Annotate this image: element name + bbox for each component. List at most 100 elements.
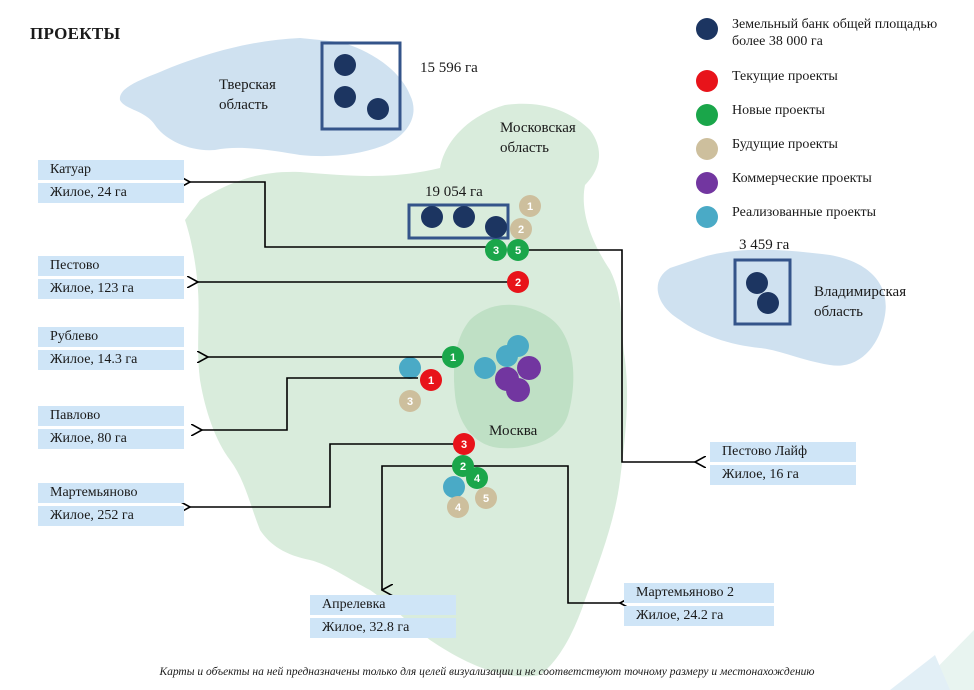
project-name: Катуар [38,160,184,180]
vladimir-region-label: Владимирская область [814,284,907,320]
connector-martemyanovo [190,443,455,507]
marker-dot [447,496,469,518]
legend-label: Текущие проекты [732,69,838,84]
marker-number: 1 [428,375,434,387]
tver-region-label: Тверская область [219,77,276,113]
project-name: Мартемьяново 2 [624,583,774,603]
new-project-marker: 5 [507,239,529,261]
project-card-pavlovo: Павлово Жилое, 80 га [38,406,184,449]
legend-item-new: Новые проекты [694,100,969,134]
marker-dot [399,390,421,412]
marker-dot [507,239,529,261]
legend-label: Коммерческие проекты [732,171,872,186]
new-project-marker: 1 [442,346,464,368]
tver-land-area: 15 596 га [420,60,478,76]
commercial-project-dot-icon [696,172,718,194]
project-card-pestovo: Пестово Жилое, 123 га [38,256,184,299]
marker-dot [442,346,464,368]
realized-project-dot-icon [696,206,718,228]
realized-project-marker [443,476,465,498]
marker-dot [466,467,488,489]
land-bank-marker [453,206,475,228]
tver-land-bank-frame [320,41,402,131]
moscow-region-land-area: 19 054 га [425,184,483,200]
current-project-dot-icon [696,70,718,92]
land-bank-marker [421,206,443,228]
legend-item-land-bank: Земельный банк общей площадью более 38 0… [694,14,969,66]
page-title: ПРОЕКТЫ [30,24,121,43]
marker-dot [420,369,442,391]
land-bank-marker [334,54,356,76]
project-name: Павлово [38,406,184,426]
marker-number: 2 [460,461,466,473]
connector-aprelevka [382,465,454,590]
future-project-dot-icon [696,138,718,160]
marker-number: 1 [527,201,533,213]
legend-item-commercial: Коммерческие проекты [694,168,969,202]
project-detail: Жилое, 252 га [38,506,184,526]
disclaimer-footnote: Карты и объекты на ней предназначены тол… [159,666,815,678]
moscow-city-label: Москва [489,423,538,439]
marker-number: 3 [461,439,467,451]
marker-number: 2 [515,277,521,289]
marker-dot [485,239,507,261]
future-project-marker: 5 [475,487,497,509]
legend-label: Реализованные проекты [732,205,877,220]
legend-item-realized: Реализованные проекты [694,202,969,236]
legend-label: Земельный банк общей площадью более 38 0… [732,17,938,49]
future-project-marker: 1 [519,195,541,217]
legend-label: Новые проекты [732,103,825,118]
land-bank-dot-icon [696,18,718,40]
project-card-martemyanovo: Мартемьяново Жилое, 252 га [38,483,184,526]
project-detail: Жилое, 32.8 га [310,618,456,638]
project-name: Апрелевка [310,595,456,615]
land-bank-marker [746,272,768,294]
project-detail: Жилое, 24 га [38,183,184,203]
marker-number: 2 [518,224,524,236]
legend-item-future: Будущие проекты [694,134,969,168]
marker-number: 4 [474,473,481,485]
marker-dot [475,487,497,509]
moscow-land-bank-frame [407,203,510,240]
marker-number: 3 [493,245,499,257]
project-name: Пестово Лайф [710,442,856,462]
project-card-aprelevka: Апрелевка Жилое, 32.8 га [310,595,456,638]
legend: Земельный банк общей площадью более 38 0… [694,14,969,236]
new-project-dot-icon [696,104,718,126]
new-project-marker: 3 [485,239,507,261]
connector-pavlovo [202,377,418,430]
current-project-marker: 1 [420,369,442,391]
marker-dot [507,271,529,293]
land-bank-marker [485,216,507,238]
project-detail: Жилое, 16 га [710,465,856,485]
connector-pestovo-life [528,249,695,462]
connector-katuar [190,182,494,248]
project-detail: Жилое, 24.2 га [624,606,774,626]
project-detail: Жилое, 80 га [38,429,184,449]
land-bank-marker [367,98,389,120]
marker-number: 4 [455,502,462,514]
realized-project-marker [399,357,421,379]
project-detail: Жилое, 14.3 га [38,350,184,370]
vladimir-land-bank-frame [733,258,792,326]
marker-number: 5 [515,245,521,257]
project-name: Мартемьяново [38,483,184,503]
marker-number: 5 [483,493,489,505]
land-bank-marker [334,86,356,108]
corner-decoration [890,655,950,690]
marker-dot [519,195,541,217]
new-project-marker: 4 [466,467,488,489]
project-card-rublevo: Рублево Жилое, 14.3 га [38,327,184,370]
connector-martemyanovo-2 [470,465,620,603]
project-detail: Жилое, 123 га [38,279,184,299]
moscow-region-label: Московская область [500,120,576,156]
land-bank-marker [757,292,779,314]
future-project-marker: 3 [399,390,421,412]
marker-dot [510,218,532,240]
project-name: Рублево [38,327,184,347]
future-project-marker: 4 [447,496,469,518]
commercial-project-marker [506,378,530,402]
